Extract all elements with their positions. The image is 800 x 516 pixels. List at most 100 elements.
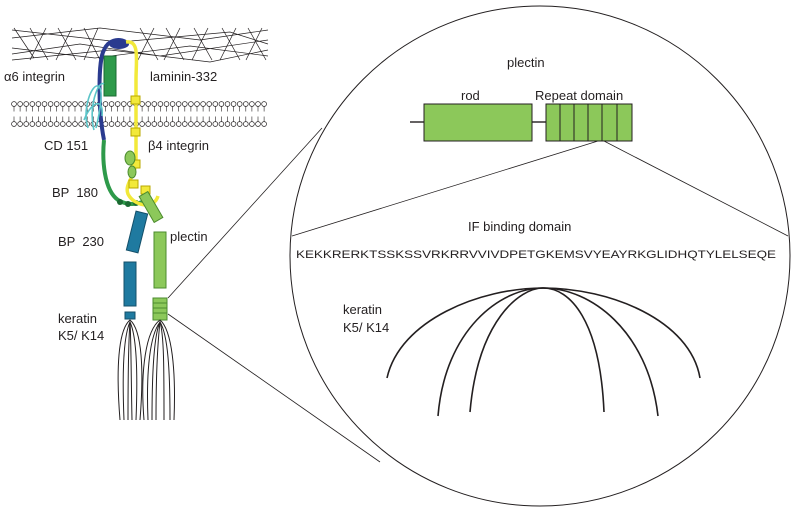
lipid-head xyxy=(108,101,115,107)
bp180-label: BP 180 xyxy=(52,185,98,200)
lipid-head xyxy=(261,121,267,127)
cd151-shape xyxy=(83,83,105,131)
lipid-head xyxy=(243,101,249,107)
lipid-head xyxy=(218,101,225,107)
lipid-head xyxy=(114,101,121,107)
basement-membrane-mesh xyxy=(11,27,269,63)
lipid-head xyxy=(66,121,72,127)
lipid-head xyxy=(35,121,42,127)
plectin-shape xyxy=(138,190,168,321)
lipid-head xyxy=(11,101,17,107)
lipid-head xyxy=(53,121,60,127)
lipid-head xyxy=(255,101,261,107)
lipid-head xyxy=(236,121,243,127)
lipid-head xyxy=(29,121,36,127)
if-binding-sequence: KEKKRERKTSSKSSVRKRRVVIVDPETGKEMSVYEAYRKG… xyxy=(296,249,776,261)
lipid-head xyxy=(236,101,243,107)
lipid-head xyxy=(139,121,145,127)
lipid-head xyxy=(200,101,206,107)
lipid-head xyxy=(169,121,176,127)
keratin-zoom-label-line1: keratin xyxy=(343,302,382,317)
lipid-head xyxy=(212,101,219,107)
lipid-head xyxy=(127,121,133,127)
lipid-head xyxy=(72,101,78,107)
lipid-head xyxy=(114,121,121,127)
lipid-head xyxy=(157,121,164,127)
repeat-domain-label: Repeat domain xyxy=(535,88,623,103)
lipid-head xyxy=(60,101,66,107)
lipid-head xyxy=(11,121,17,127)
keratin-filaments-left xyxy=(117,319,175,421)
lipid-head xyxy=(121,121,127,127)
lipid-head xyxy=(200,121,206,127)
lipid-head xyxy=(194,101,200,107)
keratin-zoom-label-line2: K5/ K14 xyxy=(343,320,389,335)
lipid-head xyxy=(78,121,84,127)
if-expansion-lines xyxy=(291,140,789,237)
lipid-head xyxy=(121,101,127,107)
lipid-head xyxy=(60,121,66,127)
lipid-head xyxy=(72,121,78,127)
lipid-head xyxy=(23,121,29,127)
lipid-head xyxy=(145,121,151,127)
lipid-head xyxy=(230,121,237,127)
lipid-head xyxy=(175,121,182,127)
lipid-head xyxy=(175,101,182,107)
keratin-label-line1: keratin xyxy=(58,311,97,326)
plectin-domain-schematic xyxy=(410,103,633,142)
lipid-head xyxy=(206,121,212,127)
lipid-head xyxy=(151,101,158,107)
lipid-head xyxy=(29,101,36,107)
lipid-head xyxy=(151,121,158,127)
laminin-label: laminin-332 xyxy=(150,69,217,84)
alpha6-integrin-shape xyxy=(97,38,129,141)
lipid-head xyxy=(212,121,219,127)
plasma-membrane xyxy=(11,101,267,127)
lipid-head xyxy=(17,121,23,127)
lipid-head xyxy=(255,121,261,127)
zoom-lines xyxy=(167,127,381,463)
lipid-head xyxy=(17,101,23,107)
lipid-head xyxy=(47,121,54,127)
lipid-head xyxy=(206,101,212,107)
lipid-head xyxy=(102,101,109,107)
lipid-head xyxy=(145,101,151,107)
lipid-head xyxy=(41,121,48,127)
lipid-head xyxy=(41,101,48,107)
keratin-label-line2: K5/ K14 xyxy=(58,328,104,343)
lipid-head xyxy=(224,121,231,127)
lipid-head xyxy=(230,101,237,107)
if-binding-title: IF binding domain xyxy=(468,219,571,234)
alpha6-integrin-label: α6 integrin xyxy=(4,69,65,84)
lipid-head xyxy=(182,101,188,107)
lipid-head xyxy=(53,101,60,107)
zoom-circle xyxy=(289,5,791,507)
lipid-head xyxy=(261,101,267,107)
lipid-head xyxy=(169,101,176,107)
lipid-head xyxy=(163,121,170,127)
lipid-head xyxy=(194,121,200,127)
bp230-shape xyxy=(123,210,149,320)
plectin-label: plectin xyxy=(170,229,208,244)
plectin-title: plectin xyxy=(507,55,545,70)
lipid-head xyxy=(218,121,225,127)
lipid-head xyxy=(23,101,29,107)
beta4-integrin-label: β4 integrin xyxy=(148,138,209,153)
lipid-head xyxy=(47,101,54,107)
lipid-head xyxy=(249,121,255,127)
cd151-label: CD 151 xyxy=(44,138,88,153)
lipid-head xyxy=(182,121,188,127)
rod-label: rod xyxy=(461,88,480,103)
lipid-head xyxy=(188,121,194,127)
lipid-head xyxy=(249,101,255,107)
lipid-head xyxy=(157,101,164,107)
lipid-head xyxy=(35,101,42,107)
bp230-label: BP 230 xyxy=(58,234,104,249)
lipid-head xyxy=(108,121,115,127)
lipid-head xyxy=(78,101,84,107)
keratin-filaments-right xyxy=(386,287,701,417)
lipid-head xyxy=(188,101,194,107)
lipid-head xyxy=(163,101,170,107)
lipid-head xyxy=(66,101,72,107)
